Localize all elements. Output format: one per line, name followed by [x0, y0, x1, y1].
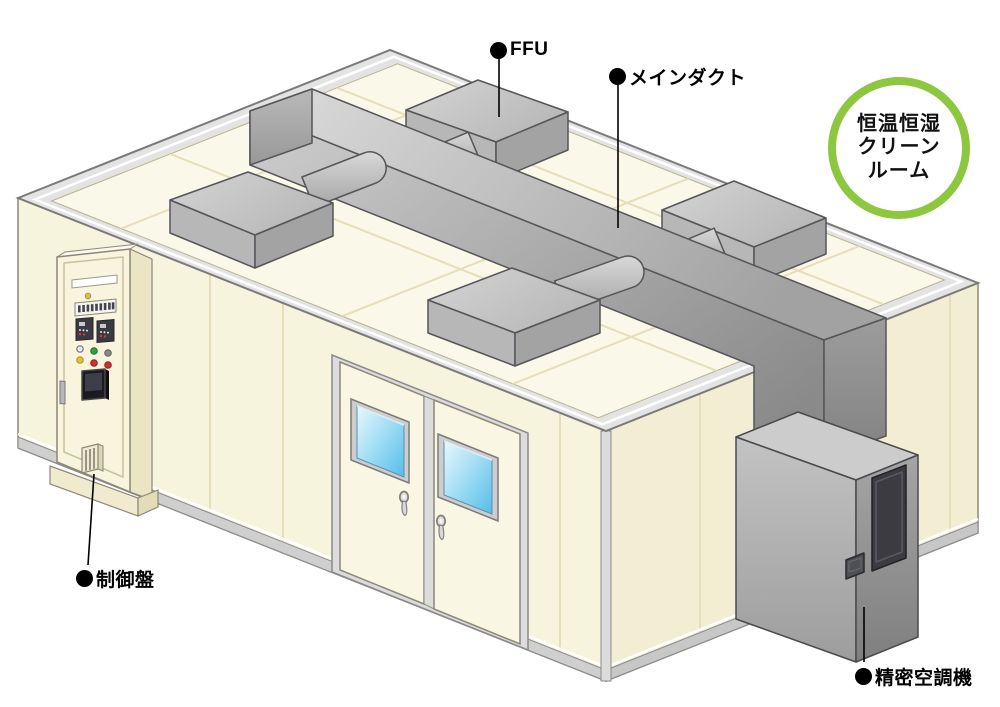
- ffu-unit-front-left: [169, 171, 334, 269]
- cabinet-handle: [59, 380, 66, 405]
- callout-main-duct: メインダクト: [609, 63, 746, 90]
- ffu-duct-connector-front-left: [301, 151, 387, 208]
- control-panel-cabinet: [49, 243, 159, 517]
- corner-trim: [600, 430, 612, 682]
- door-window-left-highlight: [356, 405, 405, 426]
- ac-access-panel: [871, 464, 907, 572]
- door-window-right-highlight: [443, 440, 493, 461]
- callout-precision-ac: 精密空調機: [855, 663, 973, 690]
- callout-lines: [87, 57, 865, 662]
- double-doors: [331, 353, 529, 652]
- ffu-right-face: [254, 202, 334, 269]
- cleanroom-type-badge: 恒温恒湿 クリーン ルーム: [828, 77, 970, 219]
- badge-line-1: 恒温恒湿: [857, 112, 941, 135]
- ffu-unit-front-center: [427, 267, 601, 367]
- main-duct-end-face: [249, 88, 313, 166]
- callout-bullet-icon: [76, 570, 93, 587]
- ac-access-panel-inner: [875, 471, 903, 563]
- touch-display: [81, 368, 109, 401]
- ac-switch-box: [845, 552, 865, 580]
- ffu-right-face: [514, 299, 601, 367]
- cabinet-slot: [71, 274, 118, 289]
- door-right: [433, 398, 521, 646]
- callout-precision-ac-label: 精密空調機: [875, 668, 973, 689]
- pushbutton-row: [76, 345, 112, 369]
- callout-bullet-icon: [855, 668, 872, 685]
- callout-control-panel: 制御盤: [76, 565, 155, 592]
- door-handle-left: [398, 490, 410, 517]
- cabinet-vent: [81, 443, 104, 474]
- callout-bullet-icon: [609, 68, 626, 85]
- cabinet-side-face: [129, 248, 153, 501]
- wall-panel-seams: [209, 274, 951, 663]
- terminal-strip-segments: [78, 302, 115, 313]
- callout-main-duct-label: メインダクト: [629, 68, 747, 89]
- callout-bullet-icon: [490, 41, 507, 59]
- cabinet-indicator-lamp: [84, 292, 92, 300]
- door-handle-right: [435, 514, 447, 541]
- door-left: [339, 360, 425, 606]
- main-duct-drop-face: [823, 317, 887, 459]
- ac-switch-box-inner: [848, 557, 862, 573]
- badge-line-3: ルーム: [867, 159, 931, 182]
- precision-air-conditioner: [735, 411, 919, 663]
- temperature-controller-modules: [75, 316, 115, 344]
- callout-ffu: FFU: [490, 39, 548, 61]
- main-duct: [249, 88, 887, 459]
- door-mullion: [423, 395, 435, 610]
- callout-line-control-panel: [87, 473, 95, 566]
- badge-line-2: クリーン: [857, 136, 941, 159]
- callout-ffu-label: FFU: [510, 39, 549, 60]
- callout-control-panel-label: 制御盤: [96, 570, 155, 591]
- cabinet-base-side: [137, 489, 159, 517]
